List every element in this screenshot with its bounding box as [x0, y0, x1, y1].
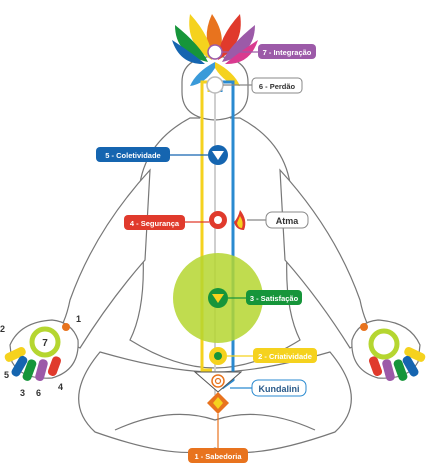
right-finger-yellow-icon	[404, 347, 426, 362]
svg-text:3 - Satisfação: 3 - Satisfação	[250, 294, 299, 303]
chakra-1-icon	[207, 392, 229, 414]
svg-text:4 - Segurança: 4 - Segurança	[130, 219, 180, 228]
finger-6-icon	[35, 359, 48, 382]
label-chakra-7: 7 - Integração	[258, 44, 316, 59]
left-hand: 7 1 2 3 4 5 6	[0, 314, 81, 398]
finger-2-icon	[4, 347, 26, 362]
svg-text:5: 5	[4, 370, 9, 380]
chakra-2-icon	[209, 347, 227, 365]
svg-text:7: 7	[42, 338, 48, 349]
right-finger-green-icon	[393, 359, 408, 381]
label-chakra-3: 3 - Satisfação	[246, 290, 302, 305]
finger-3-icon	[22, 359, 37, 381]
atma-flame-icon	[234, 210, 246, 230]
svg-text:3: 3	[20, 388, 25, 398]
right-finger-blue-icon	[402, 355, 419, 377]
svg-text:2: 2	[0, 324, 5, 334]
right-hand	[351, 319, 426, 382]
right-finger-purple-icon	[382, 359, 395, 382]
right-thumb-icon	[360, 323, 368, 331]
label-chakra-4: 4 - Segurança	[124, 215, 185, 230]
label-chakra-5: 5 - Coletividade	[96, 147, 170, 162]
svg-text:1 - Sabedoria: 1 - Sabedoria	[194, 452, 242, 461]
finger-5-icon	[11, 355, 28, 377]
kundalini-spiral-icon	[193, 371, 243, 393]
svg-text:5 - Coletividade: 5 - Coletividade	[105, 151, 160, 160]
chakra-5-icon	[208, 145, 228, 165]
chakra-7-icon	[207, 44, 223, 60]
svg-text:Kundalini: Kundalini	[259, 384, 300, 394]
svg-text:6 - Perdão: 6 - Perdão	[259, 82, 296, 91]
label-connectors	[170, 51, 266, 448]
right-palm-chakra-icon	[368, 328, 400, 360]
chakra-3-icon	[208, 288, 228, 308]
right-finger-red-icon	[369, 356, 383, 376]
svg-text:6: 6	[36, 388, 41, 398]
svg-text:Atma: Atma	[276, 216, 299, 226]
label-atma: Atma	[265, 211, 309, 229]
palm-chakra-icon	[29, 326, 61, 358]
chakra-4-icon	[209, 211, 227, 229]
svg-text:7 - Integração: 7 - Integração	[263, 48, 312, 57]
svg-text:2 - Criatividade: 2 - Criatividade	[258, 352, 312, 361]
label-chakra-6: 6 - Perdão	[251, 77, 303, 94]
svg-text:4: 4	[58, 382, 63, 392]
label-chakra-1: 1 - Sabedoria	[188, 448, 248, 463]
chakra-6-icon	[206, 76, 224, 94]
thumb-1-icon	[62, 323, 70, 331]
label-kundalini: Kundalini	[251, 379, 307, 397]
finger-4-icon	[47, 356, 61, 376]
svg-text:1: 1	[76, 314, 81, 324]
label-chakra-2: 2 - Criatividade	[253, 348, 317, 363]
